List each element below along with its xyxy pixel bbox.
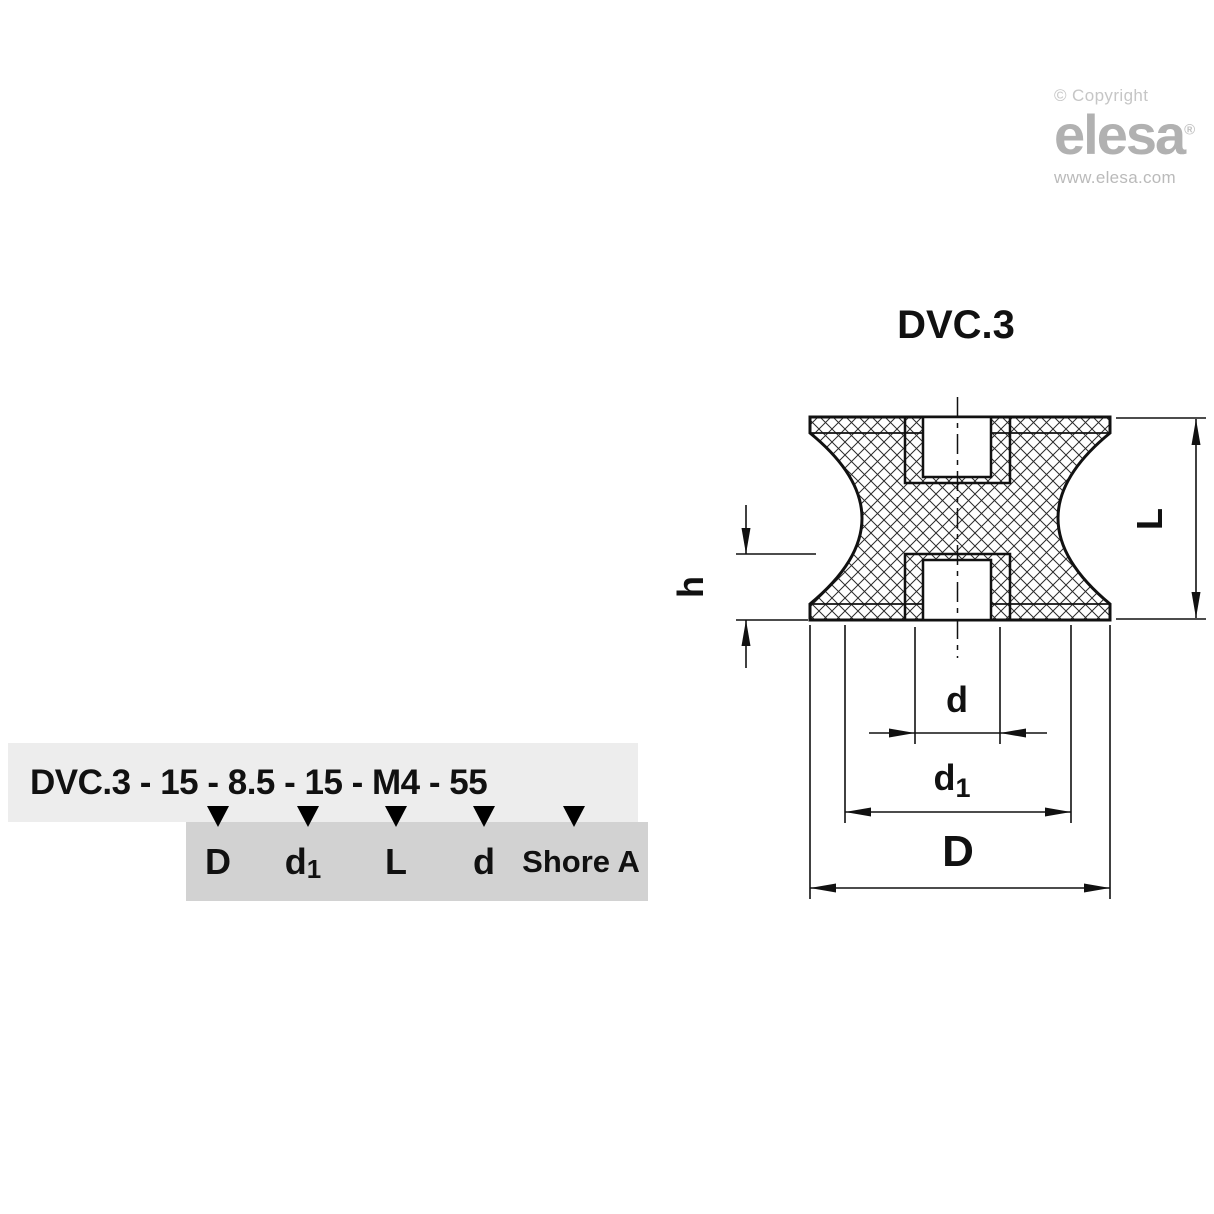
dim-d: d bbox=[869, 627, 1047, 744]
dim-d1-arrow-left bbox=[845, 807, 871, 817]
dim-D-label: D bbox=[942, 827, 974, 876]
ordering-label-d1: d1 bbox=[284, 841, 322, 884]
branding-block: © Copyright elesa® www.elesa.com bbox=[1054, 86, 1214, 188]
dim-L-label: L bbox=[1129, 508, 1170, 530]
ordering-code-box: DVC.3 - 15 - 8.5 - 15 - M4 - 55 bbox=[8, 743, 638, 822]
ordering-label-d: d bbox=[473, 841, 495, 882]
callout-triangle-d1-icon bbox=[297, 806, 319, 827]
dim-L-arrow-top bbox=[1191, 419, 1201, 445]
ordering-label-D: D bbox=[205, 841, 231, 882]
callout-triangle-L-icon bbox=[385, 806, 407, 827]
copyright-text: © Copyright bbox=[1054, 86, 1149, 105]
dim-L: L bbox=[1116, 417, 1206, 620]
dim-L-arrow-bottom bbox=[1191, 592, 1201, 618]
dim-d-arrow-left bbox=[889, 728, 915, 738]
registered-trademark-icon: ® bbox=[1184, 121, 1196, 139]
dim-h-arrow-bottom bbox=[741, 620, 751, 646]
ordering-label-shore-a: Shore A bbox=[522, 844, 640, 879]
dim-d-label: d bbox=[946, 679, 968, 720]
dim-D-arrow-right bbox=[1084, 883, 1110, 893]
dim-d1-label: d1 bbox=[933, 757, 970, 803]
dim-h-arrow-top bbox=[741, 528, 751, 554]
part-title: DVC.3 bbox=[897, 303, 1015, 347]
damper-outline bbox=[808, 415, 1112, 622]
dim-h-label: h bbox=[670, 576, 711, 598]
elesa-logo: elesa® bbox=[1054, 103, 1214, 166]
callout-triangle-shore-icon bbox=[563, 806, 585, 827]
dim-D-arrow-left bbox=[810, 883, 836, 893]
ordering-code: DVC.3 - 15 - 8.5 - 15 - M4 - 55 bbox=[30, 763, 488, 802]
callout-triangle-D-icon bbox=[207, 806, 229, 827]
dim-h: h bbox=[670, 505, 816, 668]
dim-d1-arrow-right bbox=[1045, 807, 1071, 817]
ordering-labels-box: D d1 L d Shore A bbox=[186, 822, 648, 901]
elesa-logo-text: elesa bbox=[1054, 103, 1186, 166]
dim-D: D bbox=[809, 625, 1111, 899]
callout-triangle-d-icon bbox=[473, 806, 495, 827]
dim-d-arrow-right bbox=[1000, 728, 1026, 738]
damper-section bbox=[808, 397, 1112, 658]
ordering-label-L: L bbox=[385, 841, 407, 882]
dim-d1: d1 bbox=[844, 625, 1072, 823]
website-url: www.elesa.com bbox=[1054, 167, 1176, 187]
